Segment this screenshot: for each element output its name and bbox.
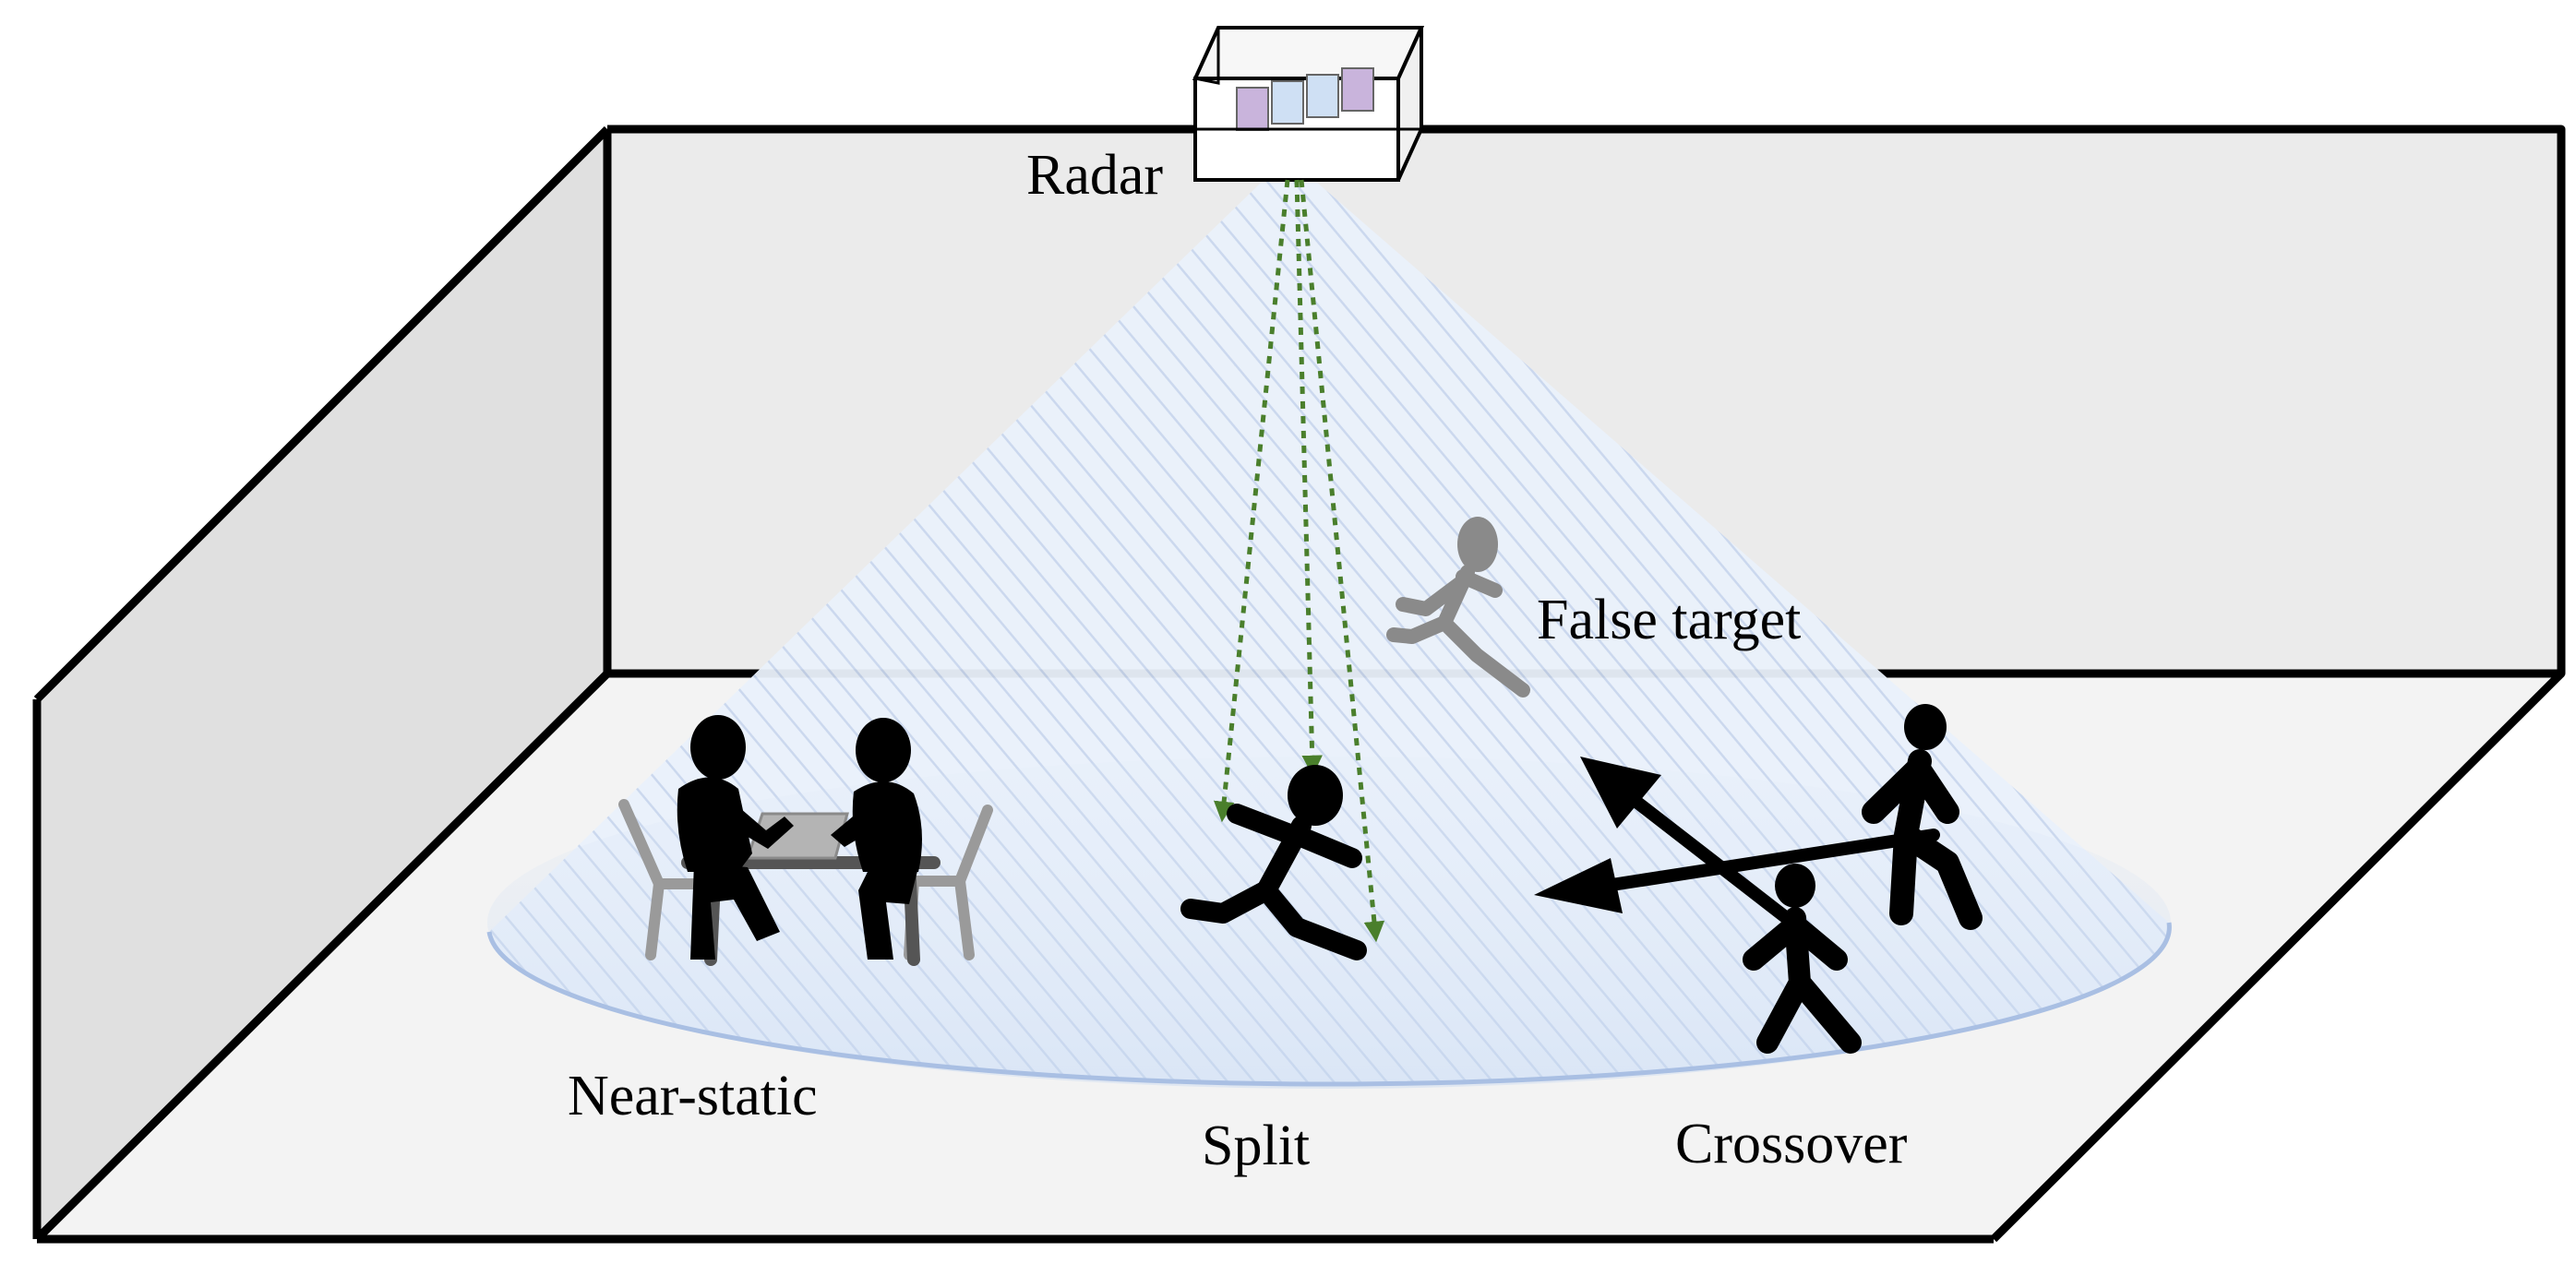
radar-device-icon	[1192, 26, 1425, 182]
radar-paths	[1213, 179, 1385, 943]
ghost-head	[1457, 517, 1498, 572]
path-to-head	[1294, 179, 1323, 777]
arrowhead-diagonal	[1580, 757, 1661, 829]
crossover-label: Crossover	[1675, 1113, 1908, 1175]
running-person-icon	[1180, 765, 1367, 960]
arrowhead-horizontal	[1534, 858, 1623, 913]
walking-people-crossing-icon	[1534, 704, 1983, 1054]
arrow-shaft-diagonal	[1613, 782, 1811, 938]
left-wall	[37, 129, 607, 1239]
left-floor-edge	[33, 670, 611, 1243]
runner-body	[1180, 804, 1367, 960]
antenna-array	[1236, 67, 1374, 131]
near-static-label: Near-static	[568, 1065, 818, 1127]
path-to-hand	[1213, 179, 1290, 823]
ghost-body	[1386, 565, 1530, 698]
walker-right	[1862, 704, 1983, 930]
split-label: Split	[1202, 1115, 1310, 1177]
radar-label: Radar	[1026, 144, 1163, 207]
false-target-label: False target	[1537, 589, 1801, 651]
seated-people-table-icon	[618, 715, 993, 966]
ghost-runner-icon	[1386, 517, 1530, 698]
arrow-shaft-horizontal	[1600, 829, 1940, 892]
runner-head	[1288, 765, 1343, 826]
left-top-edge	[33, 125, 611, 703]
crossing-arrows	[1600, 782, 1940, 938]
right-floor-edge	[1990, 670, 2565, 1243]
walker-left	[1743, 864, 1862, 1054]
right-person	[831, 718, 922, 960]
beam-footprint-edge	[486, 922, 2172, 1087]
left-person	[677, 715, 794, 960]
